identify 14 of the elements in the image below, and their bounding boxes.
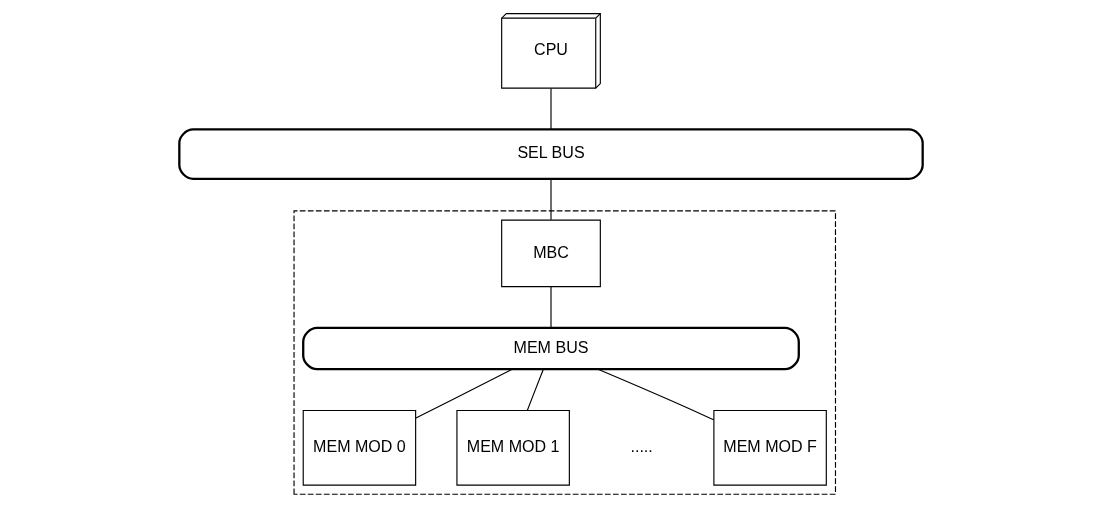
node-box: MEM MOD F bbox=[713, 409, 827, 486]
connector bbox=[597, 368, 715, 420]
node-box: SEL BUS bbox=[178, 127, 924, 180]
label: ..... bbox=[630, 436, 653, 455]
connector bbox=[550, 178, 552, 220]
node-box: MEM BUS bbox=[302, 326, 800, 370]
connector bbox=[550, 87, 552, 130]
node-box: MEM MOD 0 bbox=[302, 409, 417, 486]
node-box: MEM MOD 1 bbox=[456, 409, 570, 486]
connector bbox=[550, 285, 552, 328]
connector bbox=[415, 368, 513, 419]
cluster bbox=[293, 209, 837, 495]
connector bbox=[526, 368, 544, 411]
node-box: MBC bbox=[501, 219, 601, 287]
